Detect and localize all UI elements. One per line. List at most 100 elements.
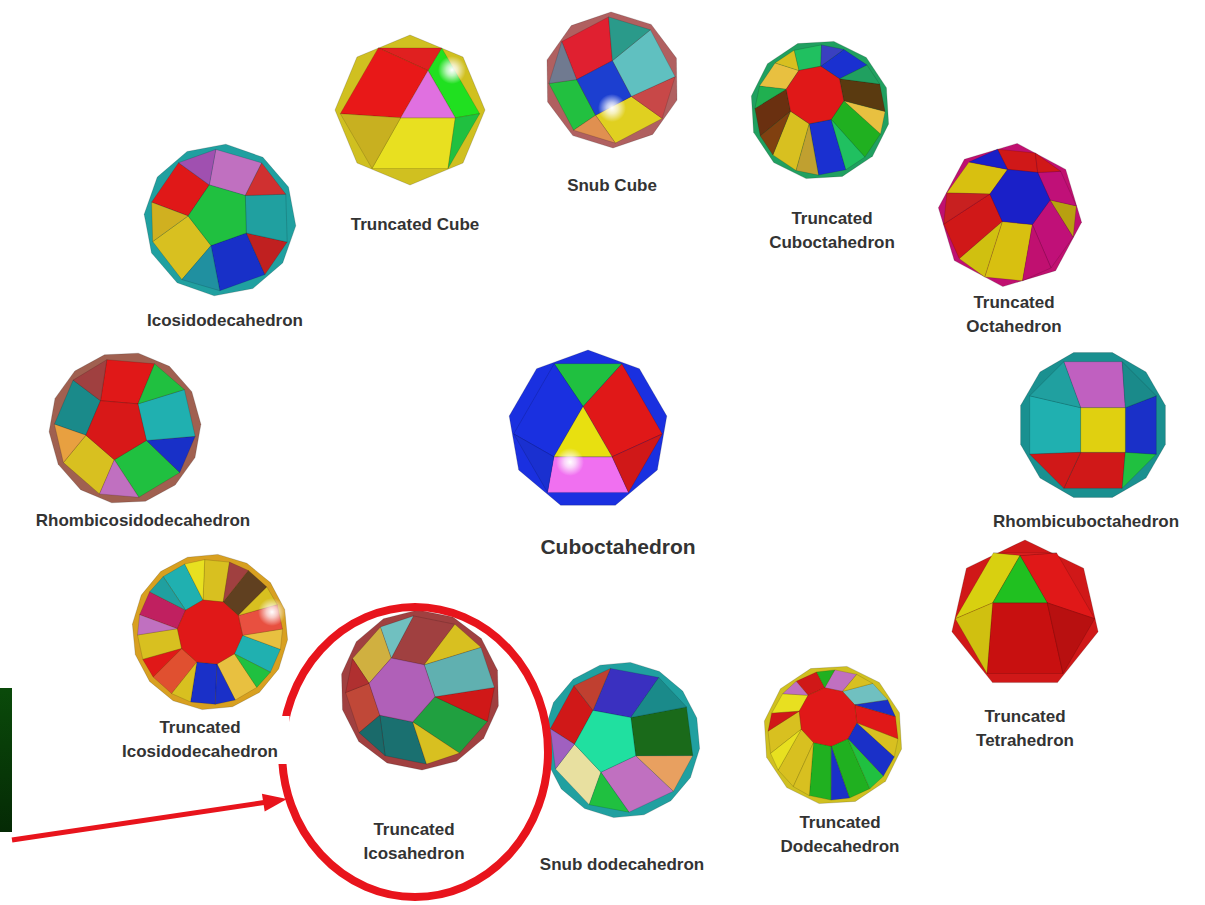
solid-face — [234, 654, 270, 688]
solid-face — [245, 194, 287, 242]
solid-name: Snub dodecahedron — [538, 853, 706, 877]
specular-highlight — [258, 598, 286, 626]
solid-outline — [938, 143, 1081, 286]
solid-face — [1035, 153, 1060, 173]
solid-face — [771, 729, 802, 770]
polyhedron — [132, 554, 287, 709]
polyhedron — [751, 41, 888, 178]
solid-name: Rhombicosidodecahedron — [34, 509, 252, 533]
solid-face — [843, 674, 873, 691]
solid-name: Icosidodecahedron — [145, 309, 305, 333]
solid-face — [1050, 200, 1076, 237]
solid-face — [840, 65, 880, 84]
solid-name: Truncated Cube — [349, 213, 481, 237]
solid-face — [1023, 225, 1052, 281]
solid-face — [959, 222, 1002, 278]
solid-face — [179, 149, 216, 185]
polyhedron — [509, 350, 667, 505]
solid-face — [768, 711, 799, 731]
solid-outline — [544, 662, 699, 817]
polyhedron — [764, 666, 901, 803]
specular-highlight — [438, 56, 466, 84]
polyhedron — [544, 662, 699, 817]
solid-face — [944, 193, 990, 224]
solid-face — [990, 169, 1050, 224]
solid-face — [760, 111, 790, 155]
solid-outline — [49, 353, 201, 503]
solid-outline — [132, 554, 287, 709]
solid-outline — [144, 144, 296, 296]
solid-face — [381, 616, 414, 658]
solid-name: Rhombicuboctahedron — [991, 510, 1181, 534]
solid-face — [554, 406, 612, 456]
solid-face — [359, 715, 385, 756]
solid-face — [1122, 452, 1156, 488]
solid-face — [100, 460, 139, 498]
solid-face — [796, 124, 818, 175]
polyhedron — [952, 540, 1098, 683]
highlight-circle — [282, 607, 548, 897]
solid-face — [172, 662, 197, 702]
solid-name: Snub Cube — [565, 174, 659, 198]
polyhedron — [342, 610, 499, 770]
solid-face — [993, 556, 1048, 603]
solid-face — [182, 246, 220, 291]
solid-face — [146, 436, 195, 472]
solid-face — [73, 360, 107, 401]
solid-face — [223, 562, 248, 602]
solid-face — [783, 681, 808, 695]
arrow-head — [262, 794, 287, 812]
specular-highlight — [598, 94, 626, 122]
solid-face — [245, 163, 285, 196]
solid-face — [86, 401, 146, 460]
solid-face — [631, 678, 687, 718]
solid-face — [514, 434, 554, 493]
solid-name: Truncated Icosidodecahedron — [111, 716, 290, 764]
solid-face — [831, 746, 849, 800]
solid-name: Truncated Cuboctahedron — [755, 207, 909, 255]
solid-face — [143, 649, 182, 678]
solid-face — [1030, 362, 1081, 408]
solid-face — [188, 185, 246, 246]
solid-face — [150, 577, 186, 611]
solid-face — [775, 50, 799, 70]
solid-face — [138, 364, 185, 404]
solid-face — [215, 664, 235, 704]
solid-face — [855, 700, 896, 717]
polyhedron — [49, 353, 201, 503]
polyhedron — [547, 12, 677, 148]
polyhedron — [1021, 353, 1166, 498]
solid-face — [54, 424, 86, 462]
solid-face — [817, 670, 835, 688]
solid-face — [609, 17, 651, 61]
solid-face — [1047, 603, 1094, 674]
solid-outline — [751, 41, 888, 178]
solid-face — [969, 149, 1008, 169]
solid-name: Truncated Icosahedron — [342, 818, 486, 866]
solid-name: Truncated Octahedron — [947, 291, 1081, 339]
polyhedron — [938, 143, 1081, 286]
solid-face — [574, 668, 611, 710]
solid-face — [138, 615, 178, 635]
solid-face — [575, 710, 636, 772]
polyhedra — [49, 12, 1165, 818]
solid-face — [340, 114, 400, 169]
solid-outline — [335, 35, 485, 185]
solid-face — [848, 739, 883, 789]
pointer-arrow — [12, 803, 264, 841]
specular-highlight — [556, 448, 584, 476]
solid-name: Truncated Dodecahedron — [763, 811, 917, 859]
solid-outline — [547, 12, 677, 148]
solid-outline — [509, 350, 667, 505]
solid-face — [152, 202, 189, 241]
solid-face — [424, 624, 481, 665]
solid-face — [1081, 408, 1126, 453]
solid-face — [955, 603, 992, 674]
solid-face — [589, 772, 629, 812]
solid-face — [1030, 452, 1081, 488]
solid-outline — [764, 666, 901, 803]
green-panel — [0, 688, 12, 832]
solid-name: Truncated Tetrahedron — [958, 705, 1092, 753]
